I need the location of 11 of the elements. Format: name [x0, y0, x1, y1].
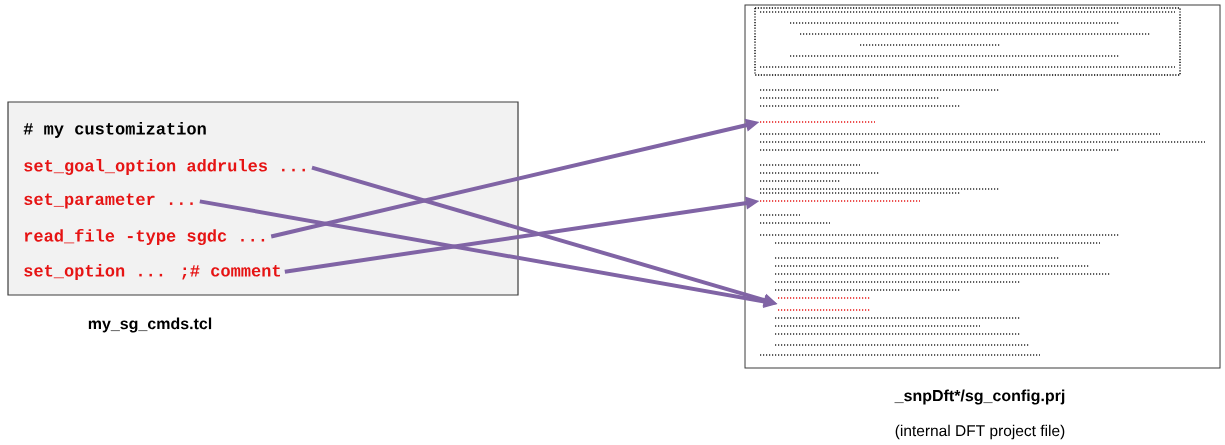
code-line: set_goal_option addrules ... [24, 159, 305, 175]
highlighted-line [777, 297, 871, 311]
highlighted-line [759, 200, 921, 202]
document-drawing [744, 4, 1221, 369]
file-caption: (internal DFT project file) [895, 424, 1065, 440]
code-line: set_option ... ;# comment [24, 264, 280, 280]
code-line: read_file -type sgdc ... [24, 228, 265, 246]
file-caption: _snpDft*/sg_config.prj [894, 389, 1065, 405]
code-line: set_parameter ... [24, 193, 193, 209]
file-name: my_sg_cmds.tcl [88, 317, 212, 333]
highlighted-line [759, 121, 876, 123]
